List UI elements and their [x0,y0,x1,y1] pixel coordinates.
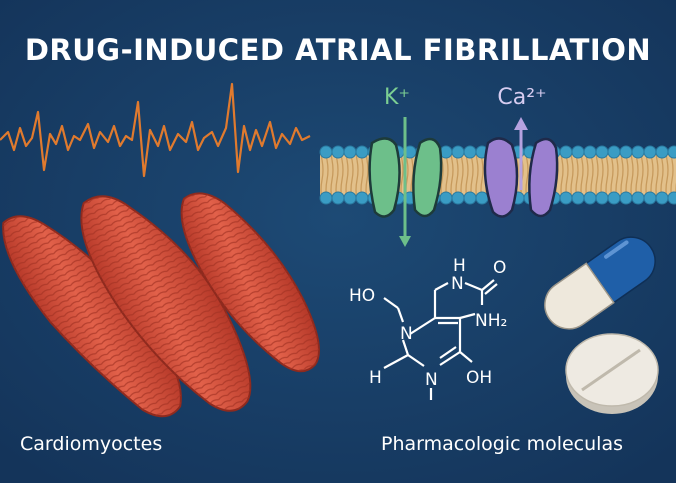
phospholipid-head [643,191,657,205]
calcium-channel [483,137,559,218]
capsule-pill [544,236,656,330]
phospholipid-head [355,145,369,159]
cardiomyocyte [2,215,182,418]
calcium-label: Ca²⁺ [497,85,546,110]
phospholipid-head [571,145,585,159]
phospholipid-head [343,145,357,159]
title: DRUG-INDUCED ATRIAL FIBRILLATION [25,33,651,67]
phospholipid-head [463,145,477,159]
ca-arrow-head-icon [514,117,528,130]
cardiomyocyte [180,192,320,373]
phospholipid-head [667,191,676,205]
potassium-label: K⁺ [384,85,410,110]
atom-h: H [369,368,382,388]
phospholipid-head [451,145,465,159]
cardiomyocytes-label: Cardiomyoctes [20,433,162,455]
cardiomyocytes [2,192,320,418]
tablet-pill [565,333,659,414]
phospholipid-head [655,145,669,159]
phospholipid-head [559,145,573,159]
ecg-trace [0,82,311,178]
atom-ho: HO [349,286,375,306]
atom-n: N [425,370,438,390]
phospholipid-head [643,145,657,159]
phospholipid-head [631,191,645,205]
phospholipid-head [655,191,669,205]
phospholipid-head [319,191,333,205]
phospholipid-head [583,145,597,159]
phospholipid-head [607,145,621,159]
molecules-label: Pharmacologic moleculas [381,433,623,455]
phospholipid-head [619,191,633,205]
phospholipid-head [595,145,609,159]
atom-n: N [451,274,464,294]
phospholipid-head [319,145,333,159]
atom-nh2: NH₂ [475,311,507,331]
molecule-atoms: HO N H N OH N H O NH₂ [349,256,507,390]
phospholipid-head [451,191,465,205]
atom-o: O [493,258,506,278]
phospholipid-head [439,191,453,205]
phospholipid-head [343,191,357,205]
phospholipid-head [559,191,573,205]
phospholipid-head [631,145,645,159]
phospholipid-head [607,191,621,205]
phospholipid-head [463,191,477,205]
atom-oh: OH [466,368,492,388]
phospholipid-head [571,191,585,205]
atom-n: N [400,324,413,344]
cardiomyocyte [80,195,252,412]
atom-h: H [453,256,466,276]
k-arrow-head-icon [399,236,411,247]
phospholipid-head [355,191,369,205]
phospholipid-head [619,145,633,159]
potassium-channel [368,137,443,218]
phospholipid-head [475,191,489,205]
phospholipid-head [583,191,597,205]
phospholipid-head [331,145,345,159]
phospholipid-head [595,191,609,205]
phospholipid-head [667,145,676,159]
phospholipid-head [331,191,345,205]
chemical-structure [383,279,498,400]
